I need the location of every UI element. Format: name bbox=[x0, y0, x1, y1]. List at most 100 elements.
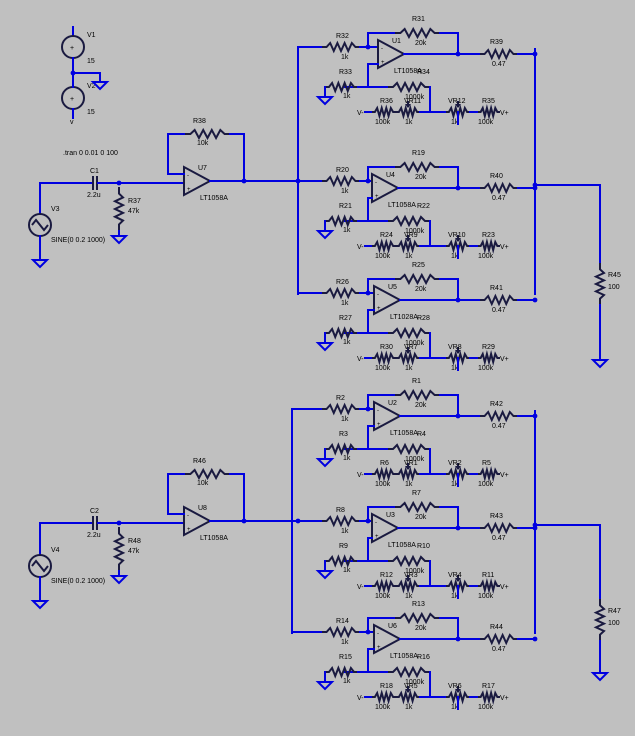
load-resistor bbox=[593, 263, 607, 305]
wire bbox=[367, 394, 396, 410]
stage-output-resistor bbox=[480, 181, 518, 195]
res-value-label: 1000k bbox=[405, 568, 425, 575]
res-value-label: 1k bbox=[341, 528, 349, 535]
vplus-label: V+ bbox=[500, 110, 509, 117]
opamp-triangle bbox=[373, 284, 403, 316]
stage-ground-resistor bbox=[325, 554, 358, 568]
res-value-label: 1k bbox=[341, 188, 349, 195]
stage-input-resistor bbox=[322, 174, 360, 188]
res-ref-label: R28 bbox=[417, 315, 430, 322]
opamp-ref-label: U7 bbox=[198, 165, 207, 172]
res-value-label: 100k bbox=[375, 593, 391, 600]
res-value-label: 0.47 bbox=[492, 307, 506, 314]
stage-input-resistor bbox=[322, 402, 360, 416]
res-value-label: 1000k bbox=[405, 340, 425, 347]
wire bbox=[367, 648, 375, 673]
stage-ground-resistor bbox=[325, 214, 358, 228]
res-value-label: 1k bbox=[343, 93, 351, 100]
opamp-plus-sign: + bbox=[375, 534, 379, 540]
res-value-label: 1k bbox=[343, 227, 351, 234]
opamp-ref-label: U5 bbox=[388, 284, 397, 291]
opamp-model-label: LT1058A bbox=[388, 202, 416, 209]
opamp-model-label: LT1058A bbox=[200, 535, 228, 542]
vplus-label: V+ bbox=[500, 244, 509, 251]
res-value-label: 1k bbox=[343, 455, 351, 462]
res-value-label: 1000k bbox=[405, 94, 425, 101]
pot-wiper-arrow bbox=[455, 104, 461, 108]
res-ref-label: R5 bbox=[482, 460, 491, 467]
res-ref-label: R9 bbox=[339, 543, 348, 550]
pot-value-label: 1k bbox=[451, 481, 459, 488]
vminus-label: V- bbox=[357, 356, 364, 363]
wire bbox=[367, 617, 396, 633]
pot-wiper-arrow bbox=[455, 689, 461, 693]
supply-value-label: 15 bbox=[87, 109, 95, 116]
pot-wiper-arrow bbox=[405, 466, 411, 470]
res-ref-label: R19 bbox=[412, 150, 425, 157]
res-ref-label: R34 bbox=[417, 69, 430, 76]
supply-ref-label: V1 bbox=[87, 32, 96, 39]
opamp-model-label: LT1058A bbox=[394, 68, 422, 75]
ground-symbol bbox=[109, 235, 129, 245]
res-ref-label: R31 bbox=[412, 16, 425, 23]
pot-ref-label: VR10 bbox=[448, 232, 466, 239]
wire bbox=[367, 63, 379, 88]
res-ref-label: R4 bbox=[417, 431, 426, 438]
junction-dot bbox=[532, 51, 538, 57]
pot-wiper-arrow bbox=[455, 350, 461, 354]
wire bbox=[167, 473, 185, 515]
pot-ref-label: VR7 bbox=[404, 344, 418, 351]
pot-ref-label: VR9 bbox=[404, 232, 418, 239]
res-ref-label: R26 bbox=[336, 279, 349, 286]
vplus-label: V+ bbox=[500, 695, 509, 702]
wire bbox=[439, 166, 459, 189]
res-value-label: 0.47 bbox=[492, 646, 506, 653]
pot-ref-label: VR11 bbox=[404, 98, 421, 105]
res-value-label: 47k bbox=[128, 548, 140, 555]
res-value-label: 100k bbox=[478, 704, 494, 711]
res-value-label: 20k bbox=[415, 514, 427, 521]
ground-symbol bbox=[315, 96, 335, 106]
trim-resistor-a bbox=[372, 466, 396, 482]
res-ref-label: R17 bbox=[482, 683, 495, 690]
ground-symbol bbox=[90, 81, 110, 91]
pot-value-label: 1k bbox=[405, 481, 413, 488]
pot-wiper-arrow bbox=[405, 350, 411, 354]
res-value-label: 100k bbox=[375, 365, 391, 372]
trim-resistor-c bbox=[478, 578, 500, 594]
vplus-label: V+ bbox=[500, 472, 509, 479]
res-ref-label: R1 bbox=[412, 378, 421, 385]
opamp-minus-sign: - bbox=[381, 46, 383, 52]
opamp-ref-label: U2 bbox=[388, 400, 397, 407]
res-ref-label: R48 bbox=[128, 538, 141, 545]
res-ref-label: R11 bbox=[482, 572, 494, 579]
supply-polarity: + bbox=[70, 96, 74, 103]
pot-wiper-arrow bbox=[405, 238, 411, 242]
stage-feedback-resistor bbox=[395, 500, 440, 514]
res-ref-label: R25 bbox=[412, 262, 425, 269]
res-value-label: 1k bbox=[341, 300, 349, 307]
wire bbox=[367, 309, 375, 334]
res-ref-label: R16 bbox=[417, 654, 430, 661]
opamp-plus-sign: + bbox=[377, 422, 381, 428]
res-ref-label: R46 bbox=[193, 458, 206, 465]
wire bbox=[367, 425, 375, 450]
junction-dot bbox=[532, 636, 538, 642]
opamp-ref-label: U4 bbox=[386, 172, 395, 179]
stage-feedback-resistor bbox=[395, 26, 440, 40]
res-value-label: 100 bbox=[608, 284, 620, 291]
wire bbox=[167, 133, 185, 175]
opamp-plus-sign: + bbox=[375, 194, 379, 200]
source-value-label: SINE(0 0.2 1000) bbox=[51, 237, 105, 244]
res-value-label: 20k bbox=[415, 286, 427, 293]
trim-resistor-a bbox=[372, 689, 396, 705]
supply-value-label: 15 bbox=[87, 58, 95, 65]
ground-symbol bbox=[315, 230, 335, 240]
